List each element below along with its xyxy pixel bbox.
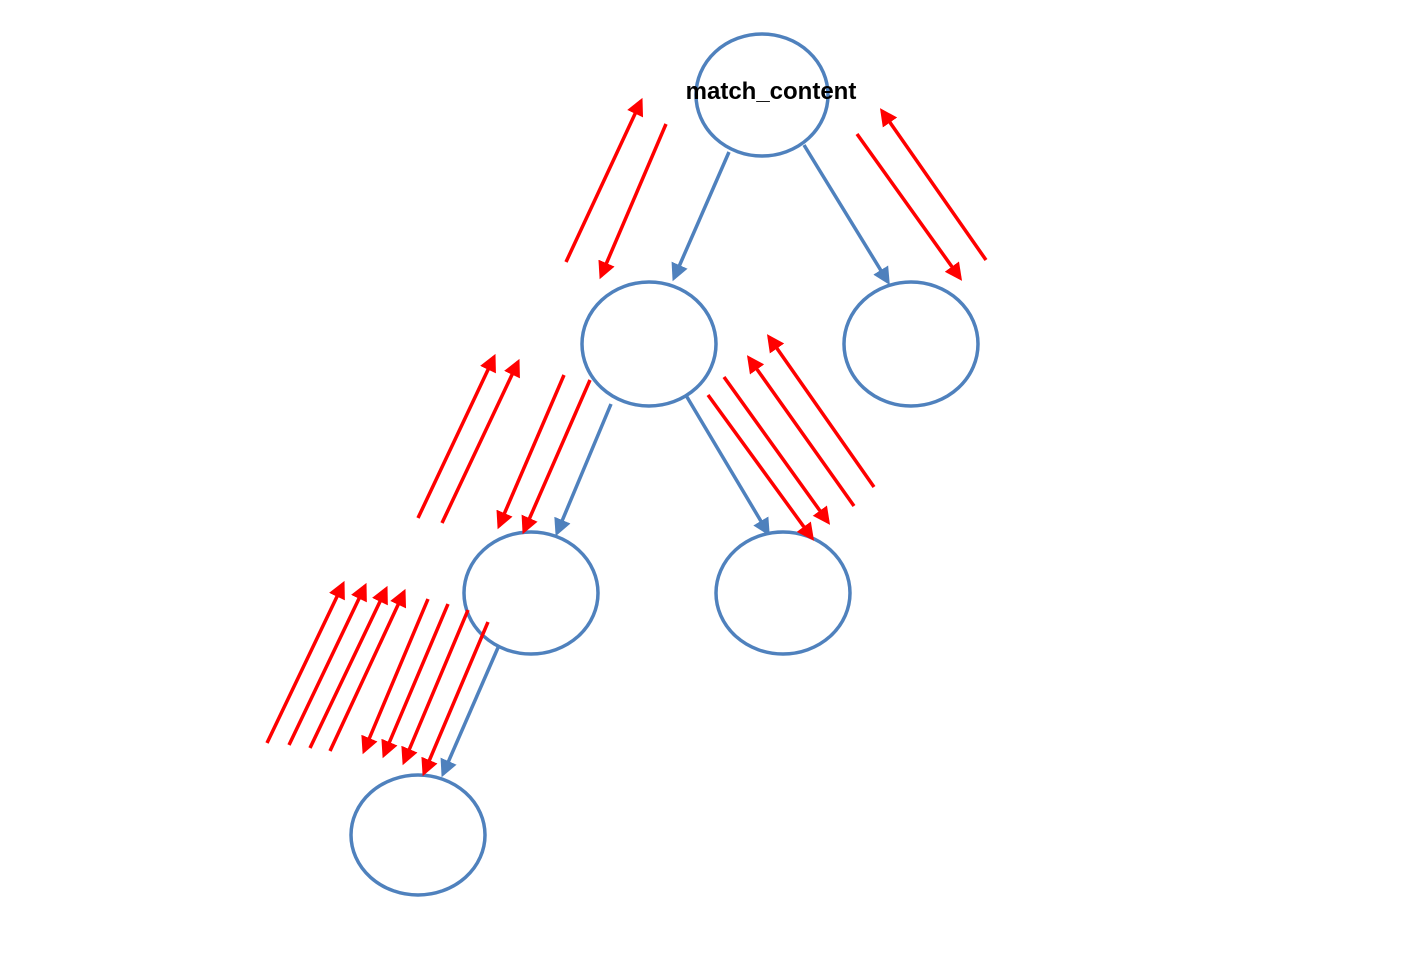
call-arrows	[265, 97, 988, 777]
call-arrow-l1-l2left-a	[496, 374, 566, 530]
node-level2-right	[714, 530, 852, 656]
call-arrow-root-right	[855, 132, 963, 281]
return-arrow-root-left	[564, 97, 644, 263]
return-arrow-l1-l2left-b	[440, 358, 520, 524]
tree-nodes	[349, 32, 980, 897]
tree-edges	[440, 144, 890, 778]
call-arrow-l1-l2left-b	[521, 379, 592, 535]
return-arrow-l2-l3-c	[308, 585, 388, 749]
edge-root-to-left	[671, 151, 731, 282]
return-arrow-l1-l2left-a	[416, 353, 496, 519]
node-level1-left	[580, 280, 718, 408]
root-node	[694, 32, 830, 158]
edge-left-to-leftright	[682, 391, 770, 537]
return-arrow-l2-l3-a	[265, 580, 345, 744]
node-level2-left	[462, 530, 600, 656]
call-arrow-l2-l3-b	[381, 603, 450, 759]
edge-left-to-leftleft	[554, 403, 613, 537]
return-arrow-root-right	[879, 108, 988, 262]
return-arrow-l2-l3-b	[287, 582, 367, 746]
return-arrow-l1-l2right-a	[746, 355, 856, 508]
call-arrow-l2-l3-c	[401, 609, 470, 766]
call-arrow-l1-l2right-b	[722, 375, 831, 525]
call-arrow-l1-l2right-a	[706, 393, 815, 541]
call-arrow-l2-l3-a	[361, 598, 430, 755]
edge-root-to-right	[802, 144, 890, 285]
return-arrow-l2-l3-d	[328, 588, 407, 752]
node-level1-right	[842, 280, 980, 408]
return-arrow-l1-l2right-b	[766, 334, 876, 489]
node-level3	[349, 773, 487, 897]
call-arrow-root-left	[598, 123, 668, 280]
root-node-label: match_content	[686, 78, 857, 105]
edge-leftleft-to-bottom	[440, 642, 502, 778]
call-arrow-l2-l3-d	[421, 621, 490, 777]
